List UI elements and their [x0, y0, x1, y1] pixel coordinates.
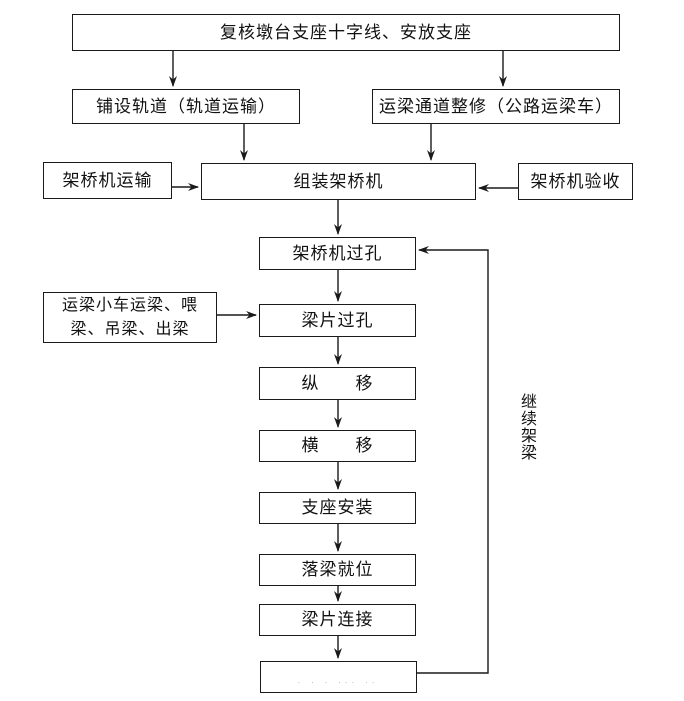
node-final-step-text-faded: ∙ ∙ ∙ ∙∙∙ ∙∙	[260, 661, 417, 693]
node-recheck-bearing-crosslines: 复核墩台支座十字线、安放支座	[72, 14, 620, 51]
node-repair-beam-haul-road: 运梁通道整修（公路运梁车）	[372, 89, 620, 124]
node-erector-acceptance: 架桥机验收	[518, 163, 633, 200]
node-longitudinal-shift: 纵 移	[259, 367, 416, 400]
node-lay-track: 铺设轨道（轨道运输）	[72, 89, 300, 124]
faded-text-marks: ∙ ∙ ∙ ∙∙∙ ∙∙	[298, 678, 379, 687]
node-assemble-erector: 组装架桥机	[201, 163, 476, 200]
node-beam-connection: 梁片连接	[259, 604, 416, 636]
node-beam-lowering-in-place: 落梁就位	[259, 554, 416, 586]
node-erector-span-crossing: 架桥机过孔	[259, 237, 416, 270]
node-beam-span-crossing: 梁片过孔	[259, 304, 416, 337]
node-erector-transport: 架桥机运输	[43, 162, 172, 199]
node-transverse-shift: 横 移	[259, 430, 416, 462]
node-beam-trolley-operations: 运梁小车运梁、喂 梁、吊梁、出梁	[43, 292, 217, 343]
node-bearing-installation: 支座安装	[259, 492, 416, 524]
loop-label-continue-erecting: 继续架梁	[518, 393, 535, 461]
